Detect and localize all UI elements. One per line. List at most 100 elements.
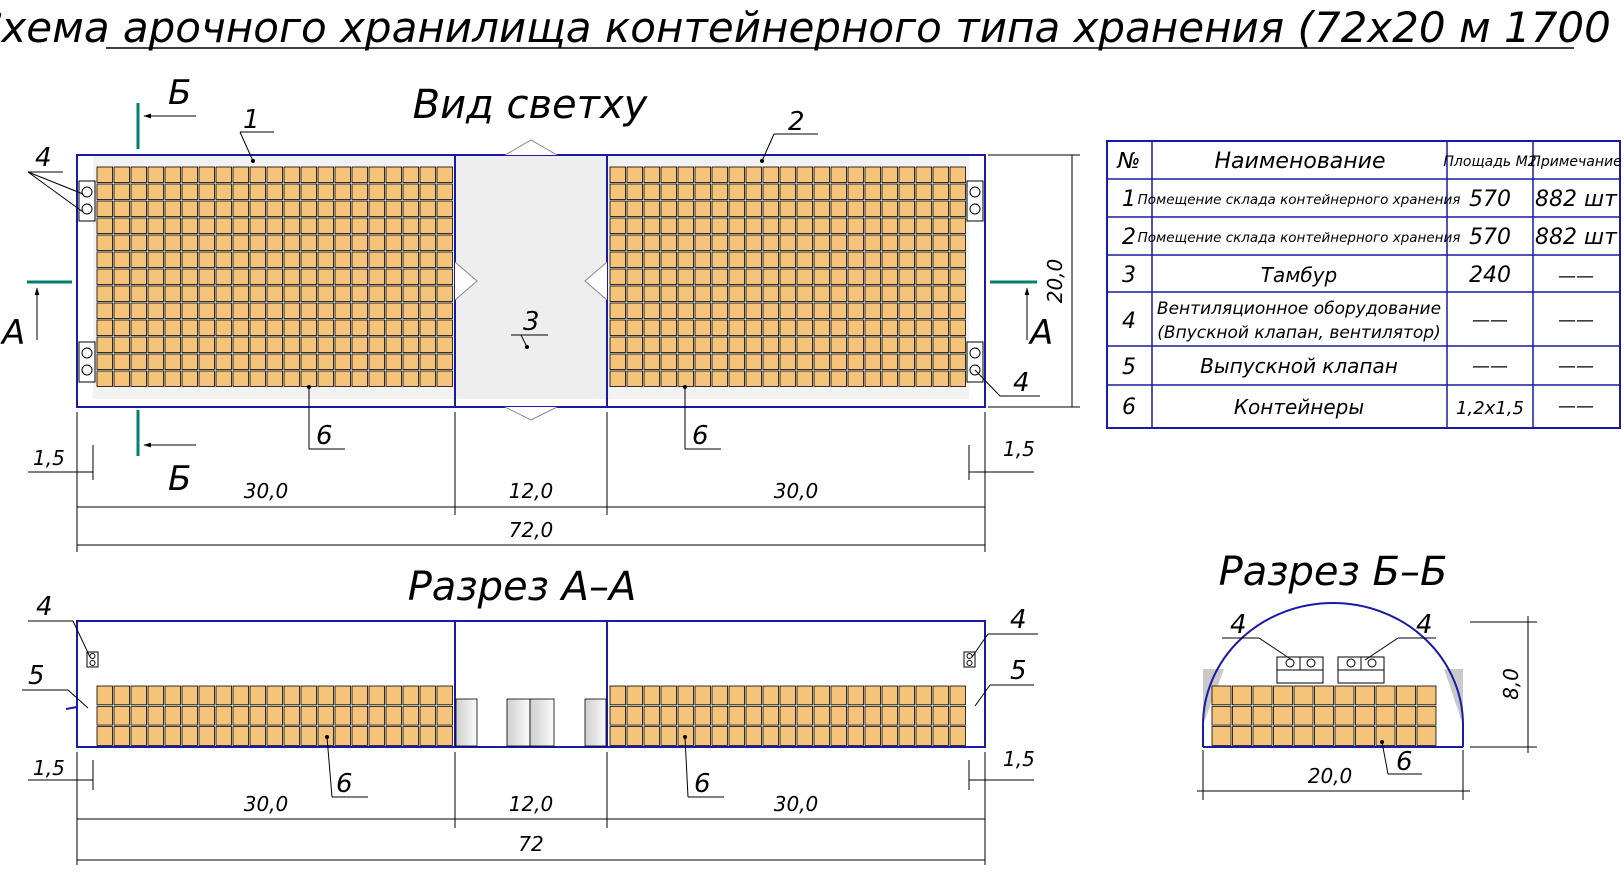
container: [385, 200, 402, 217]
container: [215, 353, 232, 370]
container: [881, 217, 898, 234]
container: [1252, 726, 1273, 746]
container: [779, 336, 796, 353]
container: [898, 726, 915, 746]
container: [813, 353, 830, 370]
container: [317, 302, 334, 319]
container: [813, 319, 830, 336]
table-row-1-num: 1: [1122, 187, 1136, 212]
svg-text:2: 2: [788, 107, 805, 137]
container: [932, 302, 949, 319]
plan-dim-1-5-right: 1,5: [1003, 437, 1035, 461]
container: [402, 319, 419, 336]
container: [830, 336, 847, 353]
container: [643, 268, 660, 285]
container: [711, 336, 728, 353]
table-row-6-area: 1,2х1,5: [1456, 398, 1524, 419]
container: [1375, 685, 1396, 706]
table-row-2-name: Помещение склада контейнерного хранения: [1138, 230, 1461, 246]
container: [660, 217, 677, 234]
container: [643, 200, 660, 217]
container: [626, 353, 643, 370]
container: [864, 200, 881, 217]
container: [334, 285, 351, 302]
container: [181, 685, 198, 706]
container: [932, 705, 949, 726]
container: [932, 685, 949, 706]
container: [215, 268, 232, 285]
container: [300, 200, 317, 217]
container: [334, 353, 351, 370]
container: [643, 685, 660, 706]
svg-text:3: 3: [523, 307, 540, 337]
container: [368, 302, 385, 319]
container: [181, 166, 198, 183]
container: [898, 217, 915, 234]
container: [694, 370, 711, 387]
container: [626, 302, 643, 319]
plan-dim-30-right: 30,0: [774, 479, 819, 503]
container: [96, 336, 113, 353]
container: [864, 234, 881, 251]
container: [130, 705, 147, 726]
vent-unit-bottom-left: [78, 341, 96, 383]
container: [660, 234, 677, 251]
container: [694, 166, 711, 183]
container: [949, 217, 966, 234]
container: [1396, 726, 1416, 746]
container: [130, 285, 147, 302]
container: [949, 302, 966, 319]
table-row-6-name: Контейнеры: [1234, 395, 1364, 419]
container: [283, 285, 300, 302]
container: [300, 319, 317, 336]
spec-table: № Наименование Площадь М2 Примечание 1 П…: [1106, 140, 1622, 429]
container: [249, 217, 266, 234]
container: [147, 183, 164, 200]
container: [779, 726, 796, 746]
container: [830, 200, 847, 217]
container: [266, 251, 283, 268]
container: [881, 200, 898, 217]
section-bb-view: [1202, 602, 1464, 748]
container: [113, 200, 130, 217]
container: [949, 268, 966, 285]
container: [711, 217, 728, 234]
container: [283, 726, 300, 746]
container: [779, 353, 796, 370]
container: [813, 285, 830, 302]
table-row-6-note: ——: [1558, 396, 1594, 417]
container: [113, 319, 130, 336]
section-marker-B-top: Б: [136, 73, 196, 149]
exhaust-valve-left: [65, 706, 78, 710]
container: [130, 370, 147, 387]
container: [694, 685, 711, 706]
container: [609, 336, 626, 353]
container: [147, 319, 164, 336]
container: [249, 285, 266, 302]
container: [351, 685, 368, 706]
container: [96, 251, 113, 268]
container: [419, 251, 436, 268]
table-row-3-name: Тамбур: [1261, 263, 1337, 287]
container: [881, 370, 898, 387]
container: [626, 251, 643, 268]
aa-dim-12: 12,0: [509, 792, 554, 816]
container: [147, 285, 164, 302]
container: [728, 336, 745, 353]
container: [232, 319, 249, 336]
container: [300, 234, 317, 251]
container: [334, 251, 351, 268]
container: [898, 200, 915, 217]
container: [317, 685, 334, 706]
container: [711, 705, 728, 726]
container: [728, 370, 745, 387]
container: [96, 319, 113, 336]
container: [881, 268, 898, 285]
container: [660, 200, 677, 217]
container: [96, 353, 113, 370]
container: [334, 183, 351, 200]
container: [1232, 726, 1252, 746]
container: [932, 370, 949, 387]
container: [402, 251, 419, 268]
container: [711, 685, 728, 706]
